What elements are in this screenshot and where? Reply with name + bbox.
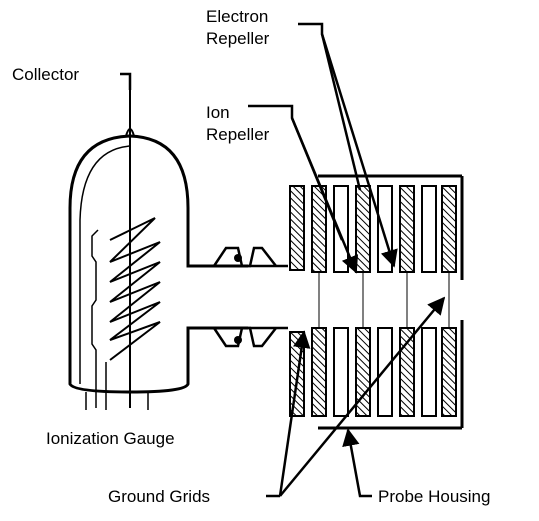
ground-grids-arrow-b	[279, 296, 446, 497]
ground-grid-upper	[289, 185, 305, 271]
grid-coil	[109, 217, 161, 361]
ionization-gauge	[68, 74, 248, 410]
flange-seal-top	[234, 254, 242, 262]
probe-housing-label: Probe Housing	[378, 487, 490, 506]
electron-repeller-leader-b	[320, 33, 362, 191]
probe-housing-leader	[342, 428, 372, 498]
grid-plates-lower	[289, 327, 457, 417]
leader-lines	[120, 22, 446, 498]
gauge-envelope-inner	[79, 145, 131, 384]
grid-wires	[318, 272, 450, 328]
ground-grids-label: Ground Grids	[108, 487, 210, 506]
collector-leader	[120, 72, 132, 90]
grid-plates-upper	[289, 185, 457, 273]
electron-repeller-label: Electron	[206, 7, 268, 26]
probe-housing	[318, 174, 464, 430]
electron-repeller-label-2: Repeller	[206, 29, 270, 48]
gauge-support-wire	[91, 229, 99, 408]
ion-repeller-label: Ion	[206, 103, 230, 122]
ionization-gauge-label: Ionization Gauge	[46, 429, 175, 448]
collector-label: Collector	[12, 65, 79, 84]
flange-seal-bottom	[234, 336, 242, 344]
ground-grids-arrow-a	[278, 330, 311, 497]
electron-repeller-leader-a	[298, 22, 398, 268]
connector-flange	[188, 246, 288, 348]
ion-repeller-leader-b	[290, 117, 344, 241]
ion-repeller-label-2: Repeller	[206, 125, 270, 144]
